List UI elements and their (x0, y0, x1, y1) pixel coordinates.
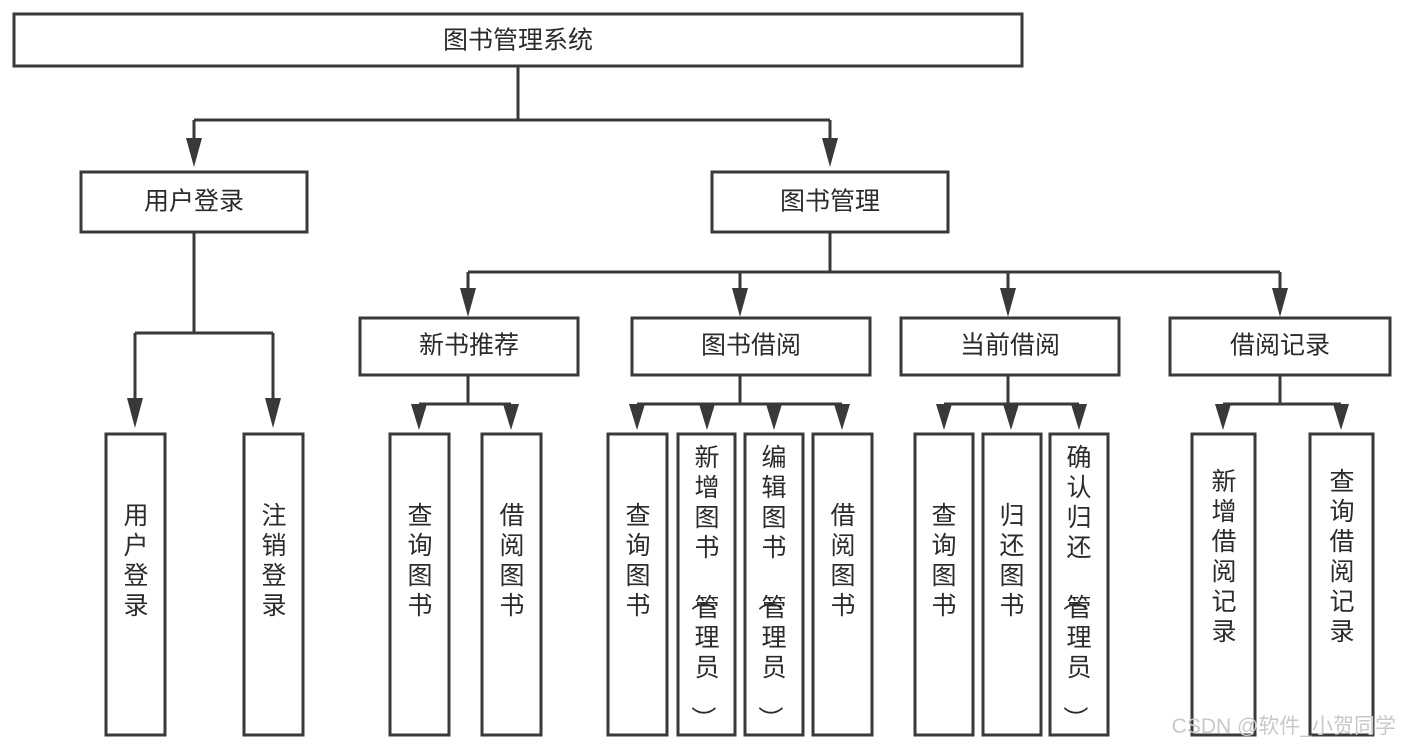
leaf-node-add-book-admin[interactable]: 新增图书（管理员） (676, 432, 737, 737)
node-borrow-record-box (1168, 316, 1392, 377)
node-book-management-label: 图书管理 (780, 188, 880, 216)
leaf-node-add-book-admin-label: 新增图书（管理员） (688, 444, 719, 731)
arrow-user-login-leaf-1-icon (127, 398, 143, 428)
leaf-node-logout-label: 注销登录 (261, 502, 286, 620)
node-new-book-recommend-label: 新书推荐 (419, 332, 519, 360)
arrow-book-borrow-leaf-1-icon (629, 404, 645, 430)
node-user-login-label: 用户登录 (144, 188, 244, 216)
leaf-node-return-book-box (981, 432, 1043, 737)
connector-group-book-borrow (629, 375, 850, 430)
leaf-node-user-login[interactable]: 用户登录 (104, 432, 167, 737)
leaf-node-borrow-query-book-label: 查询图书 (625, 502, 650, 620)
arrow-book-mgmt-to-current-icon (1000, 288, 1016, 317)
leaf-node-borrow-query-book-box (606, 432, 669, 737)
leaf-node-add-borrow-record-box (1190, 432, 1257, 737)
leaf-node-borrow-book-label: 借阅图书 (830, 502, 855, 620)
leaf-node-borrow-query-book[interactable]: 查询图书 (606, 432, 669, 737)
node-book-borrow-box (630, 316, 872, 377)
leaf-node-recommend-query-book-label: 查询图书 (407, 502, 432, 620)
leaf-node-confirm-return-admin-box (1048, 432, 1110, 737)
leaf-node-recommend-query-book[interactable]: 查询图书 (388, 432, 451, 737)
arrow-new-book-leaf-2-icon (503, 404, 519, 430)
leaf-node-current-query-book[interactable]: 查询图书 (913, 432, 975, 737)
node-root-system[interactable]: 图书管理系统 (12, 12, 1024, 68)
arrow-book-borrow-leaf-3-icon (766, 404, 782, 430)
node-root-system-box (12, 12, 1024, 68)
leaf-node-user-login-label: 用户登录 (123, 502, 148, 620)
leaf-node-recommend-borrow-book-label: 借阅图书 (499, 502, 524, 620)
arrow-user-login-leaf-2-icon (265, 398, 281, 428)
arrow-current-borrow-leaf-3-icon (1071, 404, 1087, 430)
leaf-node-recommend-borrow-book-box (480, 432, 543, 737)
arrow-book-mgmt-to-borrow-icon (732, 288, 748, 317)
leaf-node-recommend-borrow-book[interactable]: 借阅图书 (480, 432, 543, 737)
leaf-node-confirm-return-admin-label: 确认归还（管理员） (1060, 444, 1091, 731)
arrow-book-borrow-leaf-4-icon (834, 404, 850, 430)
connector-group-borrow-record (1215, 375, 1349, 430)
leaf-node-logout[interactable]: 注销登录 (242, 432, 305, 737)
leaf-node-borrow-book[interactable]: 借阅图书 (811, 432, 874, 737)
connector-group-book-mgmt (460, 232, 1288, 317)
leaf-node-query-borrow-record-label: 查询借阅记录 (1329, 468, 1354, 646)
node-user-login-box (79, 170, 309, 234)
connector-group-current-borrow (936, 375, 1087, 430)
node-book-management[interactable]: 图书管理 (710, 170, 950, 234)
node-root-system-label: 图书管理系统 (443, 27, 593, 55)
node-borrow-record[interactable]: 借阅记录 (1168, 316, 1392, 377)
leaf-node-edit-book-admin[interactable]: 编辑图书（管理员） (743, 432, 805, 737)
arrow-root-to-user-login-icon (186, 138, 202, 167)
node-new-book-recommend-box (358, 316, 580, 377)
node-current-borrow-label: 当前借阅 (960, 332, 1060, 360)
connector-group-new-book (411, 375, 519, 430)
node-borrow-record-label: 借阅记录 (1230, 332, 1330, 360)
node-current-borrow-box (899, 316, 1121, 377)
leaf-node-confirm-return-admin[interactable]: 确认归还（管理员） (1048, 432, 1110, 737)
leaf-node-query-borrow-record[interactable]: 查询借阅记录 (1308, 432, 1375, 737)
leaf-node-recommend-query-book-box (388, 432, 451, 737)
arrow-current-borrow-leaf-2-icon (1003, 404, 1019, 430)
leaf-node-borrow-book-box (811, 432, 874, 737)
arrow-book-mgmt-to-record-icon (1272, 288, 1288, 317)
node-book-management-box (710, 170, 950, 234)
leaf-node-add-borrow-record[interactable]: 新增借阅记录 (1190, 432, 1257, 737)
csdn-watermark: CSDN @软件_小贺同学 (1172, 715, 1396, 738)
leaf-node-logout-box (242, 432, 305, 737)
arrow-borrow-record-leaf-1-icon (1215, 404, 1231, 430)
leaf-node-current-query-book-label: 查询图书 (931, 502, 956, 620)
node-book-borrow[interactable]: 图书借阅 (630, 316, 872, 377)
node-new-book-recommend[interactable]: 新书推荐 (358, 316, 580, 377)
leaf-node-query-borrow-record-box (1308, 432, 1375, 737)
node-current-borrow[interactable]: 当前借阅 (899, 316, 1121, 377)
leaf-node-return-book[interactable]: 归还图书 (981, 432, 1043, 737)
leaf-node-add-borrow-record-label: 新增借阅记录 (1211, 468, 1236, 646)
connector-group-root (186, 66, 838, 167)
leaf-node-current-query-book-box (913, 432, 975, 737)
arrow-book-mgmt-to-new-book-icon (460, 288, 476, 317)
node-user-login[interactable]: 用户登录 (79, 170, 309, 234)
leaf-node-return-book-label: 归还图书 (999, 502, 1024, 620)
arrow-root-to-book-mgmt-icon (822, 138, 838, 167)
node-book-borrow-label: 图书借阅 (701, 332, 801, 360)
arrow-new-book-leaf-1-icon (411, 404, 427, 430)
arrow-borrow-record-leaf-2-icon (1333, 404, 1349, 430)
arrow-current-borrow-leaf-1-icon (936, 404, 952, 430)
leaf-node-add-book-admin-box (676, 432, 737, 737)
leaf-node-edit-book-admin-label: 编辑图书（管理员） (755, 444, 786, 731)
arrow-book-borrow-leaf-2-icon (699, 404, 715, 430)
leaf-node-edit-book-admin-box (743, 432, 805, 737)
leaf-node-user-login-box (104, 432, 167, 737)
connector-group-user-login (127, 232, 281, 428)
